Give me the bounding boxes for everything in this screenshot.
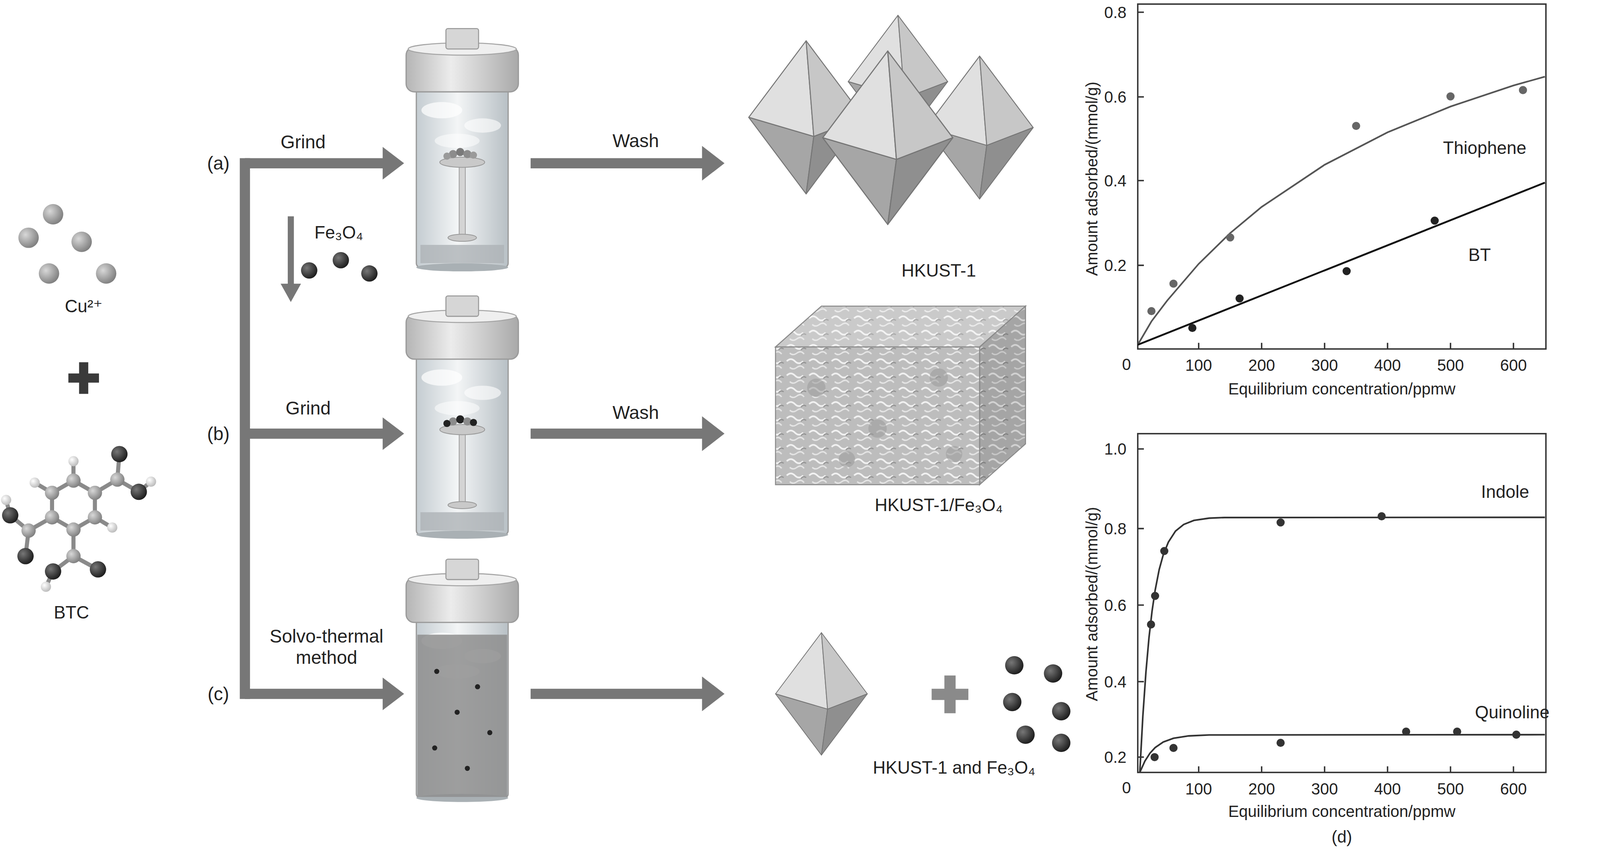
product-mixture: HKUST-1 and Fe₃O₄: [767, 624, 1084, 786]
product-label: Cu²⁺: [64, 295, 103, 317]
axis-title: Amount adsorbed/(mmol/g): [1082, 81, 1102, 276]
step-label: Solvo-thermal method: [244, 625, 409, 669]
composite-block: [775, 306, 1026, 485]
chart-top: [1137, 4, 1546, 349]
reactant-linker: BTC: [0, 428, 154, 628]
step-label: Wash: [612, 401, 659, 423]
axis-title: Equilibrium concentration/ppmw: [1228, 802, 1456, 821]
tick-label: 100: [1185, 779, 1213, 798]
tick-label: 0.4: [1104, 672, 1127, 691]
autoclave-a: [406, 28, 519, 272]
product-crystals: HKUST-1: [726, 28, 1041, 289]
tick-label: 300: [1311, 355, 1338, 375]
product-label: HKUST-1 and Fe₃O₄: [872, 757, 1036, 778]
plus-sign: [68, 362, 99, 394]
tick-label: 600: [1500, 779, 1528, 798]
series-label: Thiophene: [1442, 137, 1527, 159]
series-label: BT: [1468, 244, 1491, 266]
tick-label: 600: [1500, 355, 1528, 375]
route-letter: (c): [207, 683, 230, 705]
cu-ions: [18, 204, 117, 284]
tick-label: 0.8: [1104, 519, 1127, 538]
product-label: HKUST-1/Fe₃O₄: [874, 494, 1003, 516]
tick-label: 100: [1185, 355, 1213, 375]
axis-title: Equilibrium concentration/ppmw: [1228, 379, 1456, 398]
additive-label: Fe₃O₄: [314, 222, 364, 243]
btc-molecule: [6, 454, 152, 587]
tick-label: 0.6: [1104, 87, 1127, 107]
route-letter: (b): [207, 423, 230, 445]
step-label: Wash: [612, 130, 659, 152]
product-composite: HKUST-1/Fe₃O₄: [767, 301, 1035, 518]
step-label: Grind: [280, 131, 326, 153]
tick-label: 0.4: [1104, 171, 1127, 190]
tick-label: 1.0: [1104, 439, 1127, 459]
product-label: HKUST-1: [901, 260, 976, 281]
axis-title: Amount adsorbed/(mmol/g): [1082, 507, 1102, 702]
tick-label: 300: [1311, 779, 1338, 798]
step-label: Grind: [285, 397, 331, 419]
autoclave-b: [406, 295, 519, 539]
tick-label: 400: [1374, 779, 1402, 798]
fe3o4-particles: [301, 252, 378, 282]
tick-label: 0.8: [1104, 3, 1127, 22]
tick-label: 500: [1437, 355, 1465, 375]
tick-label: 200: [1248, 779, 1275, 798]
series-label: Quinoline: [1474, 702, 1550, 723]
tick-label: 0.2: [1104, 256, 1127, 275]
tick-label: 500: [1437, 779, 1465, 798]
separate-products: [775, 632, 1071, 755]
tick-label: 0: [1122, 355, 1132, 374]
tick-label: 0: [1122, 778, 1132, 797]
tick-label: 0.2: [1104, 747, 1127, 767]
chart-top-points: [1147, 86, 1528, 333]
series-label: Indole: [1480, 481, 1530, 503]
tick-label: 200: [1248, 355, 1275, 375]
autoclave-c: [406, 559, 519, 803]
hkust-crystals: [748, 15, 1034, 225]
route-letter: (a): [207, 152, 230, 174]
btc-atoms: [1, 445, 157, 592]
product-label: BTC: [53, 602, 89, 623]
panel-letter: (d): [1331, 826, 1352, 847]
reactant-ion: Cu²⁺: [15, 198, 133, 322]
tick-label: 400: [1374, 355, 1402, 375]
tick-label: 0.6: [1104, 595, 1127, 615]
chart-bottom-points: [1147, 512, 1521, 762]
